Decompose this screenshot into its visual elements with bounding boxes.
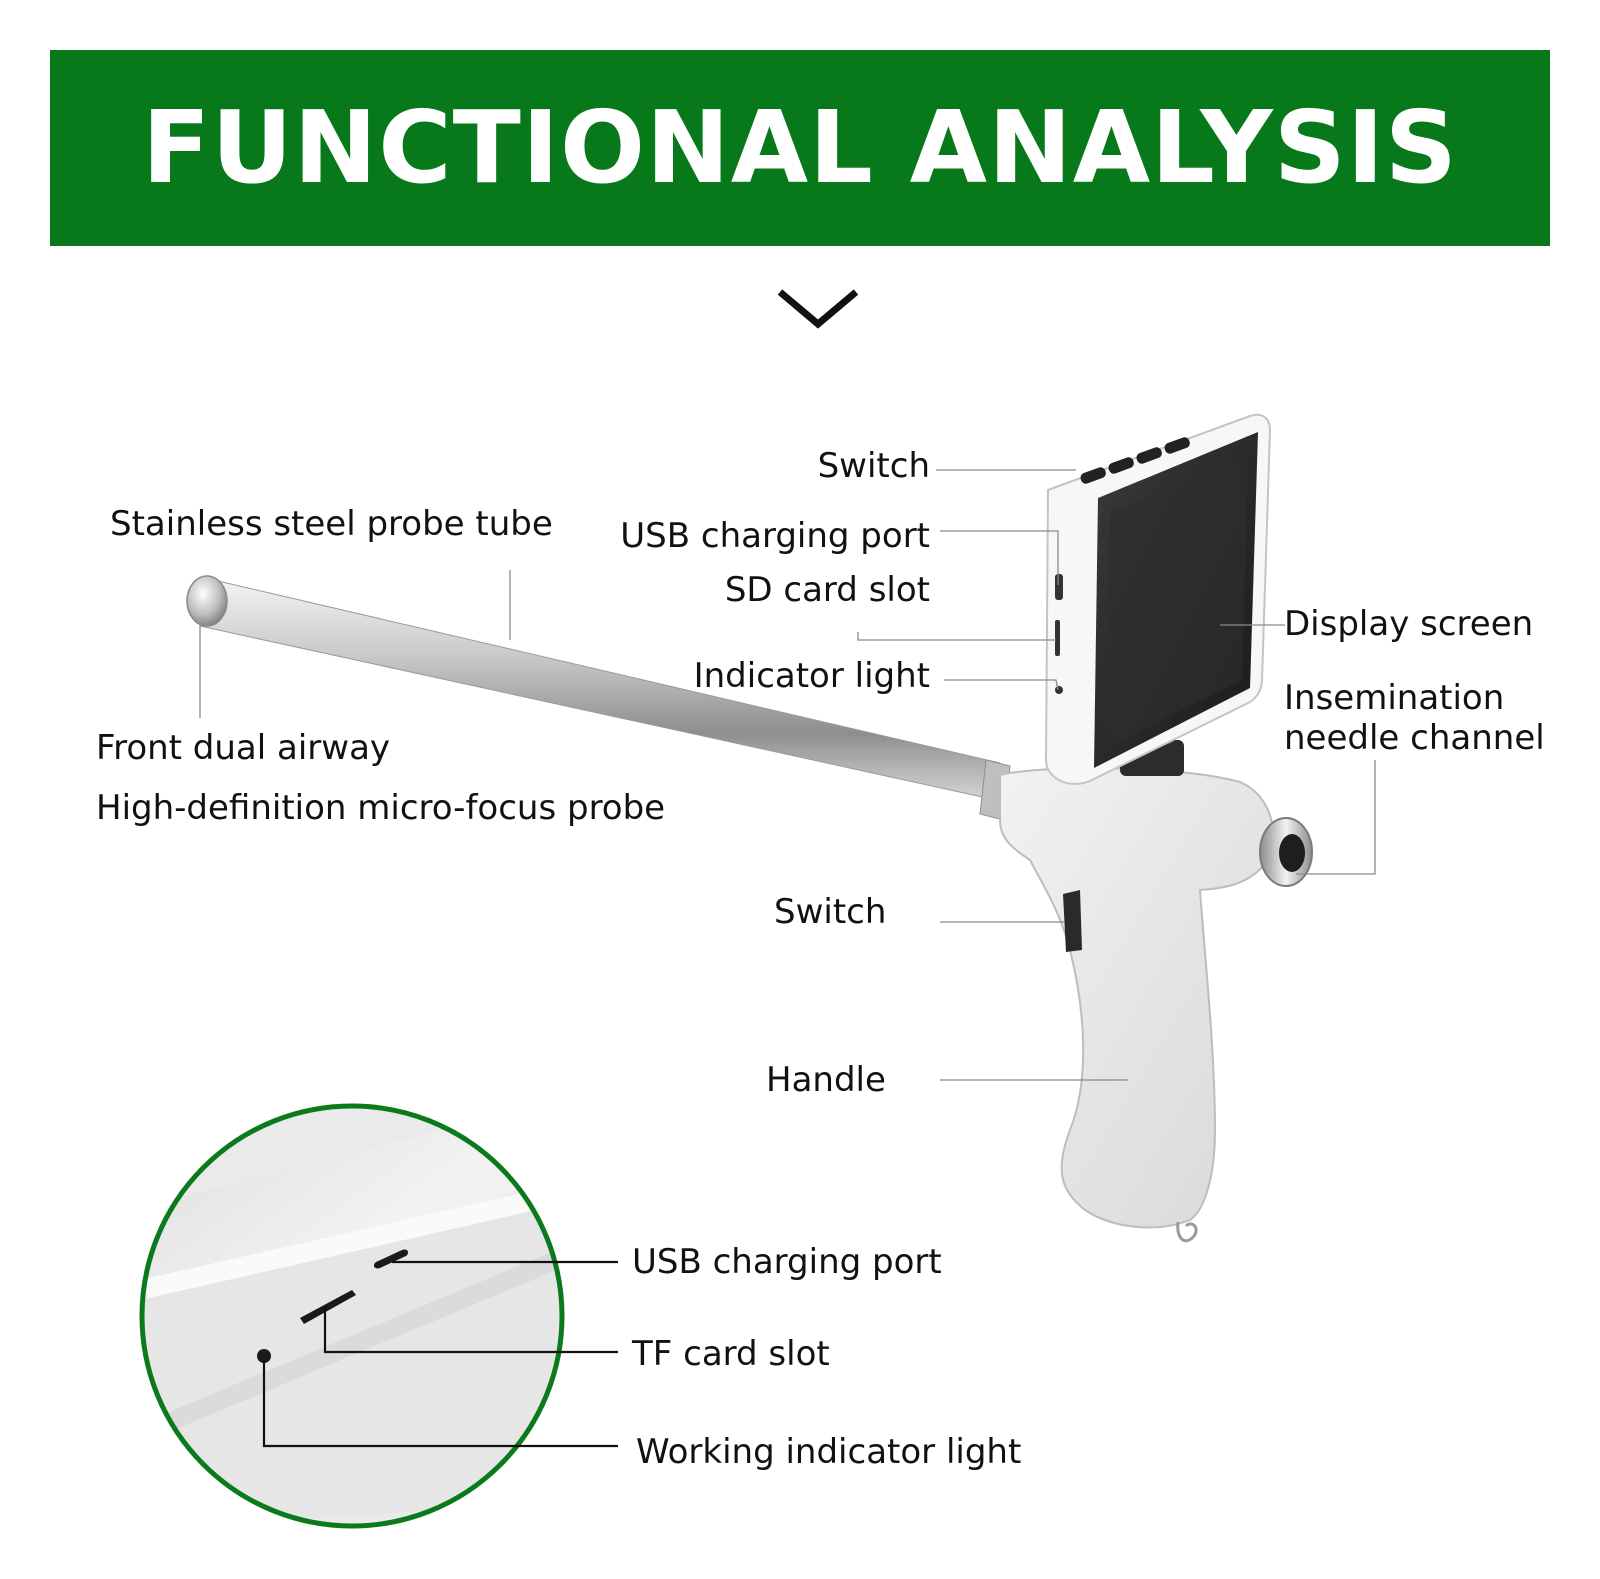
label-needle-line1: Insemination xyxy=(1284,678,1505,718)
chevron-down-icon xyxy=(777,289,859,329)
detail-circle xyxy=(139,1103,565,1529)
label-sd-slot: SD card slot xyxy=(724,570,930,610)
top-buttons xyxy=(1080,437,1190,484)
label-usb-detail: USB charging port xyxy=(632,1242,942,1282)
label-front-airway: Front dual airway xyxy=(96,728,391,768)
label-switch-trigger: Switch xyxy=(774,892,887,932)
header-banner: FUNCTIONAL ANALYSIS xyxy=(50,50,1550,246)
device-handle xyxy=(999,767,1313,1243)
banner-title: FUNCTIONAL ANALYSIS xyxy=(142,89,1458,206)
label-working-light: Working indicator light xyxy=(636,1432,1022,1472)
label-usb-top: USB charging port xyxy=(620,516,930,556)
probe-tube xyxy=(186,575,1011,821)
label-handle: Handle xyxy=(766,1060,886,1100)
detail-leader-lines xyxy=(262,1260,618,1448)
label-tf-slot: TF card slot xyxy=(632,1334,830,1374)
label-hd-probe: High-definition micro-focus probe xyxy=(96,788,666,828)
label-display: Display screen xyxy=(1284,604,1534,644)
display-unit xyxy=(1044,413,1272,785)
label-probe-tube: Stainless steel probe tube xyxy=(110,504,553,544)
label-switch-top: Switch xyxy=(817,446,930,486)
label-needle-line2: needle channel xyxy=(1284,718,1545,758)
label-indicator: Indicator light xyxy=(693,656,930,696)
leader-lines xyxy=(199,469,1376,1081)
